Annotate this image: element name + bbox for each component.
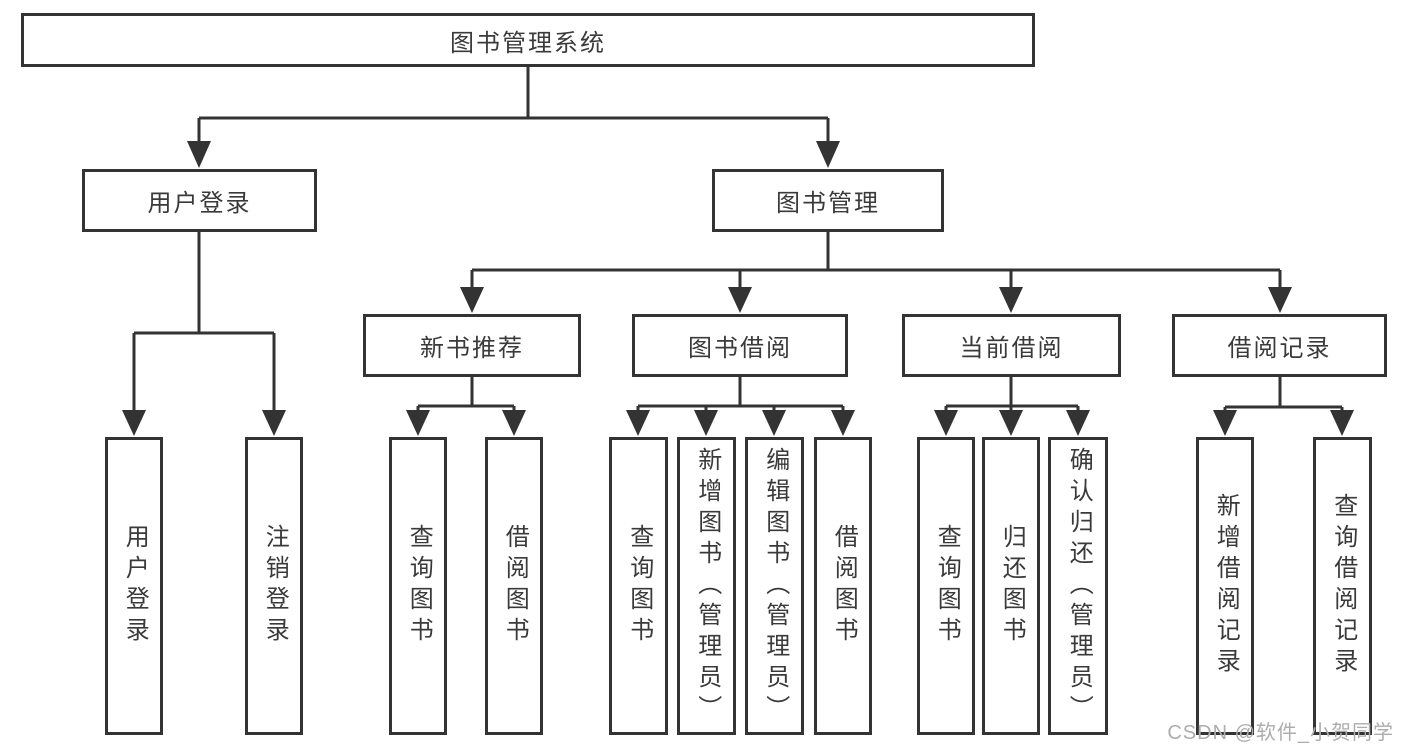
node-borrowing-records: 借阅记录 bbox=[1172, 314, 1387, 377]
leaf-recommend-query-books: 查询图书 bbox=[389, 437, 447, 735]
node-label: 图书管理 bbox=[776, 190, 880, 217]
leaf-label: 借阅图书 bbox=[830, 524, 858, 648]
csdn-watermark: CSDN @软件_小贺同学 bbox=[1167, 722, 1394, 744]
leaf-label: 新增图书（管理员） bbox=[693, 446, 721, 726]
leaf-logout: 注销登录 bbox=[245, 437, 303, 735]
node-book-borrowing: 图书借阅 bbox=[632, 314, 848, 377]
leaf-label: 查询图书 bbox=[405, 524, 433, 648]
leaf-borrowing-query-books: 查询图书 bbox=[609, 437, 668, 735]
leaf-records-query-borrow-record: 查询借阅记录 bbox=[1313, 437, 1372, 735]
leaf-current-confirm-return-admin: 确认归还（管理员） bbox=[1048, 437, 1108, 735]
leaf-user-login: 用户登录 bbox=[105, 437, 163, 735]
node-label: 用户登录 bbox=[147, 190, 252, 217]
node-label: 当前借阅 bbox=[959, 335, 1064, 362]
leaf-label: 查询借阅记录 bbox=[1329, 493, 1357, 679]
leaf-label: 注销登录 bbox=[261, 524, 289, 648]
node-label: 借阅记录 bbox=[1227, 335, 1332, 362]
leaf-label: 编辑图书（管理员） bbox=[761, 446, 789, 726]
leaf-label: 借阅图书 bbox=[501, 524, 529, 648]
leaf-records-add-borrow-record: 新增借阅记录 bbox=[1196, 437, 1254, 735]
node-label: 图书管理系统 bbox=[450, 29, 606, 57]
leaf-label: 确认归还（管理员） bbox=[1065, 446, 1093, 726]
leaf-borrowing-add-books-admin: 新增图书（管理员） bbox=[677, 437, 736, 735]
leaf-label: 新增借阅记录 bbox=[1212, 493, 1240, 679]
leaf-label: 用户登录 bbox=[121, 524, 149, 648]
leaf-current-query-books: 查询图书 bbox=[917, 437, 975, 735]
leaf-label: 归还图书 bbox=[998, 524, 1026, 648]
node-library-management-system: 图书管理系统 bbox=[21, 13, 1035, 67]
leaf-label: 查询图书 bbox=[933, 524, 961, 648]
leaf-label: 查询图书 bbox=[625, 524, 653, 648]
node-new-book-recommend: 新书推荐 bbox=[363, 314, 581, 377]
leaf-borrowing-edit-books-admin: 编辑图书（管理员） bbox=[745, 437, 804, 735]
leaf-borrowing-borrow-books: 借阅图书 bbox=[814, 437, 872, 735]
node-user-login: 用户登录 bbox=[82, 169, 317, 232]
leaf-recommend-borrow-books: 借阅图书 bbox=[485, 437, 543, 735]
node-label: 新书推荐 bbox=[420, 335, 524, 362]
node-label: 图书借阅 bbox=[688, 335, 792, 362]
leaf-current-return-books: 归还图书 bbox=[982, 437, 1040, 735]
node-book-management: 图书管理 bbox=[712, 169, 944, 232]
node-current-borrowing: 当前借阅 bbox=[902, 314, 1121, 377]
